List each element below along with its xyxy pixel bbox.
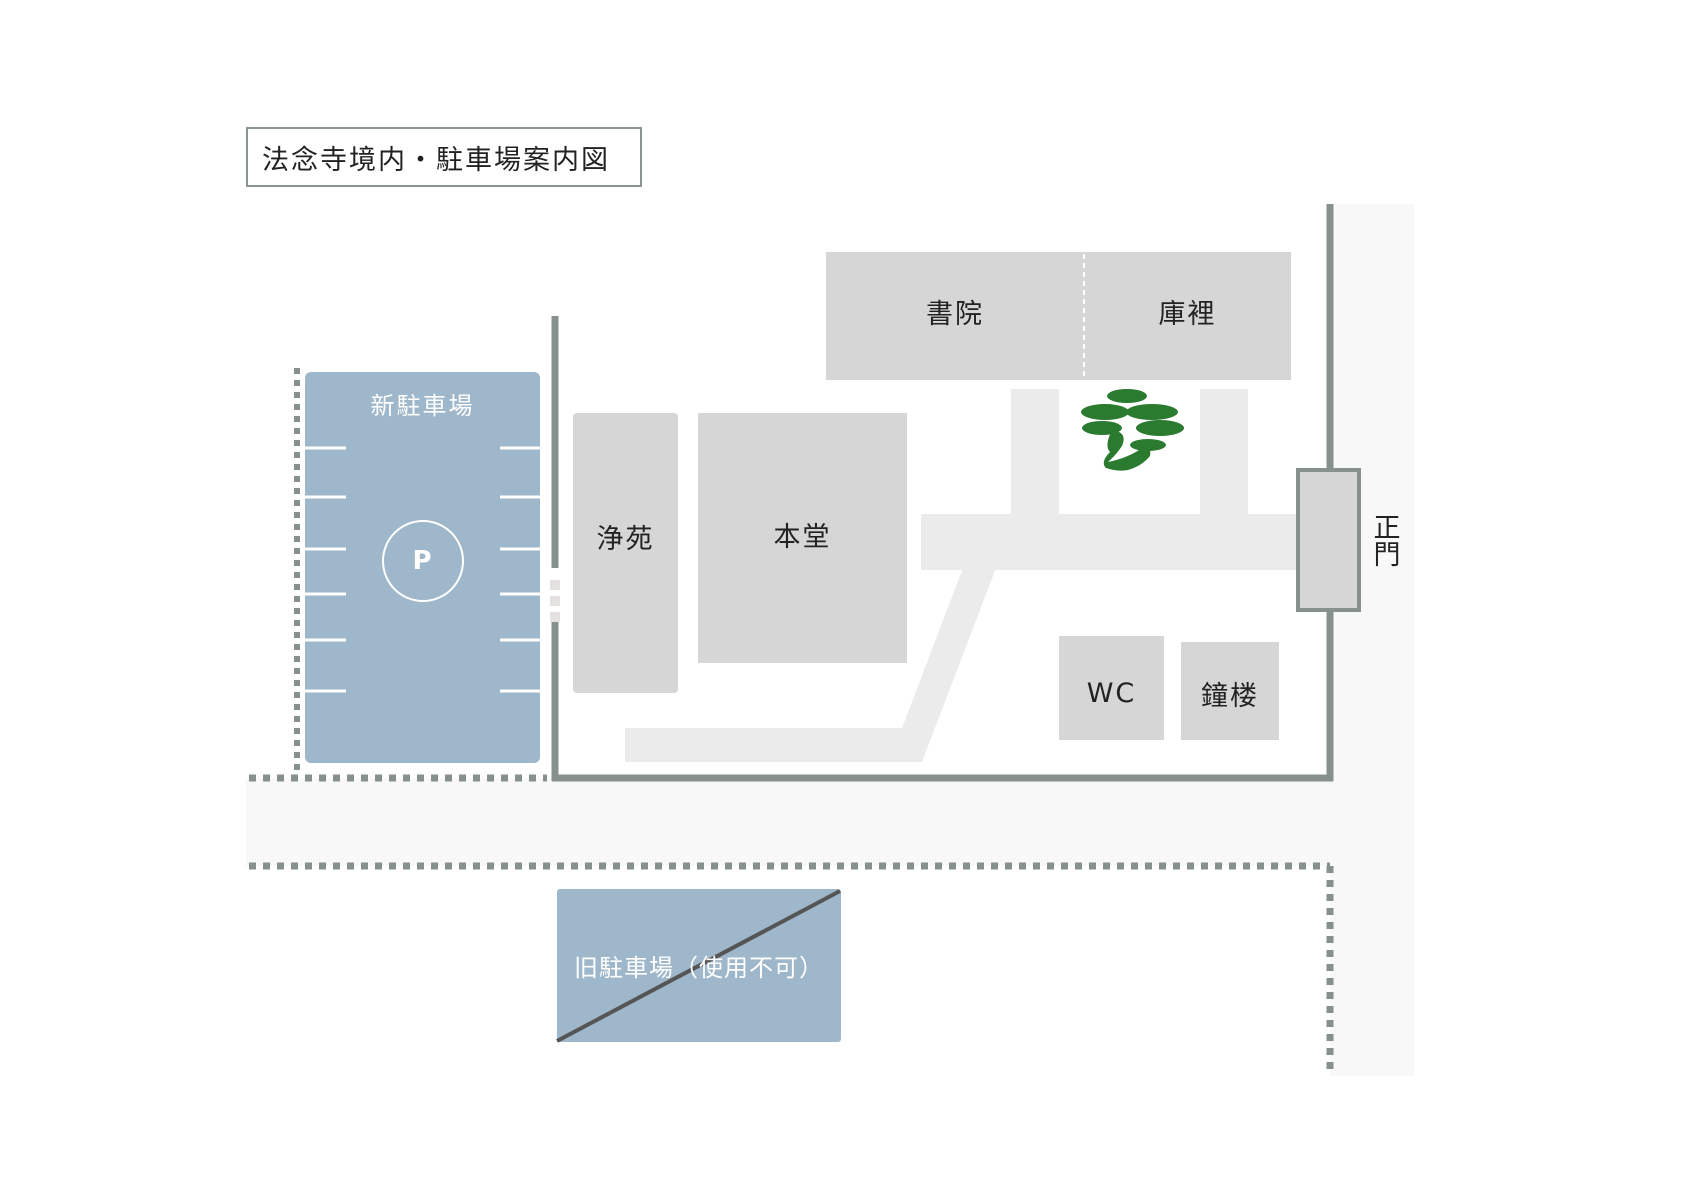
building-shoin-kuri [826,252,1291,380]
label-shoin: 書院 [926,298,984,330]
label-parking-symbol: P [412,546,434,576]
label-seimon: 正門 [1368,513,1400,567]
label-joen: 浄苑 [596,523,655,555]
path-south [625,728,922,762]
label-new-parking: 新駐車場 [370,391,475,420]
parking-icon [382,520,464,602]
out-of-use-strike [556,889,841,1043]
label-old-parking: 旧駐車場（使用不可） [574,953,824,982]
path-north-left [1011,389,1059,516]
road-east [1330,204,1414,1076]
west-gate-opening [550,580,560,622]
building-wc [1059,636,1164,740]
label-kuri: 庫裡 [1158,298,1217,330]
label-wc: WC [1086,677,1137,709]
map-title: 法念寺境内・駐車場案内図 [246,127,642,187]
building-joen [573,413,678,693]
main-gate [1296,468,1361,612]
path-diagonal [902,568,996,762]
parking-stall-lines [305,446,540,693]
label-hondo: 本堂 [773,521,832,553]
path-north-right [1200,389,1248,516]
new-parking-lot [305,372,540,763]
pine-tree-icon [1081,389,1184,471]
label-shoro: 鐘楼 [1201,680,1259,712]
building-hondo [698,413,907,663]
road-south [246,778,1414,866]
building-shoro [1181,642,1279,740]
path-main [921,514,1297,570]
